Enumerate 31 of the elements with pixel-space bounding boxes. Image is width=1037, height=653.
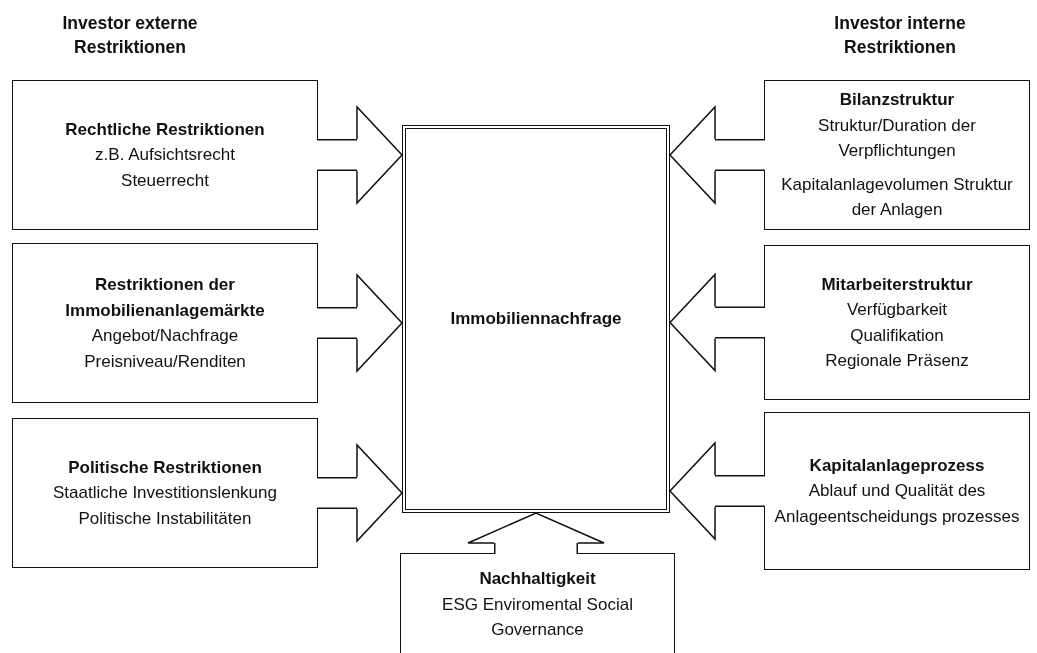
factor-box: [764, 412, 1030, 570]
factor-box: [764, 80, 1030, 230]
box-text: Staatliche Investitionslenkung: [53, 482, 277, 505]
box-text: Kapitalanlagevolumen Struktur der Anlagen: [780, 173, 1014, 222]
factor-box: [764, 245, 1030, 400]
column-heading: Investor interne Restriktionen: [833, 12, 967, 59]
factor-box: [12, 418, 318, 568]
box-heading: Immobiliennachfrage: [450, 308, 622, 331]
box-heading: Rechtliche Restriktionen: [65, 118, 265, 141]
box-text: Qualifikation: [850, 324, 944, 347]
central-box: [402, 125, 670, 513]
box-text: Preisniveau/Renditen: [84, 350, 246, 373]
box-text: Politische Instabilitäten: [78, 507, 252, 530]
box-heading: Restriktionen der Immobilienanlagemärkte: [64, 274, 266, 322]
factor-box: [400, 553, 675, 653]
box-heading: Nachhaltigkeit: [479, 568, 596, 590]
box-heading: Mitarbeiterstruktur: [821, 273, 973, 296]
column-heading: Investor externe Restriktionen: [61, 12, 199, 59]
box-text: Angebot/Nachfrage: [91, 325, 239, 347]
factor-box: [12, 80, 318, 230]
box-heading: Politische Restriktionen: [68, 456, 262, 479]
box-text: Regionale Präsenz: [825, 350, 969, 372]
box-text: Steuerrecht: [121, 169, 209, 192]
factor-box: [12, 243, 318, 403]
box-text: Ablauf und Qualität des Anlageentscheidungs prozesses: [773, 480, 1021, 528]
box-text: ESG Enviromental Social Governance: [441, 593, 634, 641]
box-text: Struktur/Duration der Verpflichtungen: [817, 114, 977, 163]
box-text: Verfügbarkeit: [846, 299, 948, 321]
box-heading: Kapitalanlageprozess: [809, 454, 985, 477]
box-heading: Bilanzstruktur: [839, 89, 955, 112]
box-text: z.B. Aufsichtsrecht: [95, 144, 235, 167]
